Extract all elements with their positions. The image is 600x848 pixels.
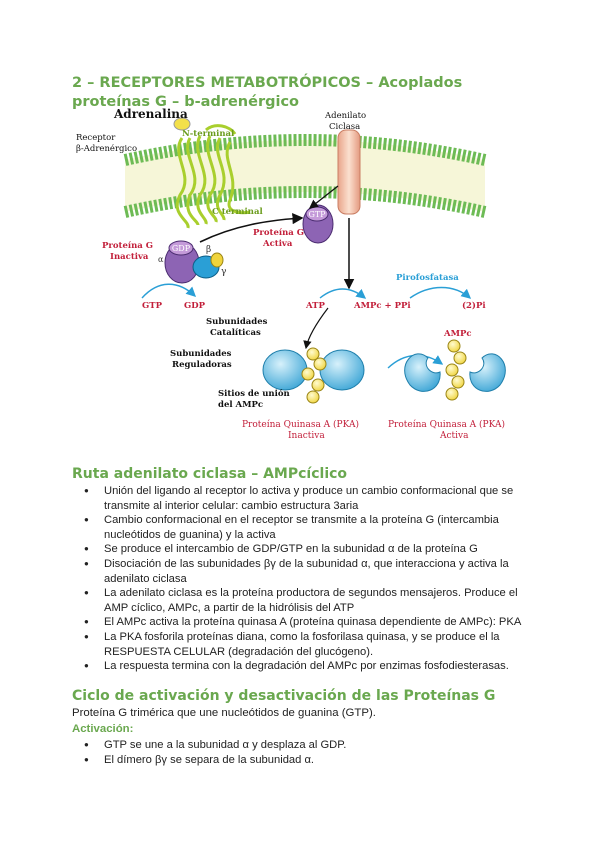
gamma-label: γ	[221, 267, 226, 277]
adrenalina-label: Adrenalina	[113, 107, 188, 121]
beta-adrenergic-receptor	[175, 124, 251, 229]
pka-active-line1: Proteína Quinasa A (PKA)	[388, 419, 505, 430]
section1-bullet-list: Unión del ligando al receptor lo activa …	[72, 484, 542, 674]
gtp-label: GTP	[142, 301, 163, 311]
subunidades-reg-line1: Subunidades	[170, 349, 232, 359]
pka-active-line2: Activa	[439, 431, 469, 441]
c-terminal-label: C terminal	[212, 207, 263, 217]
section2-bullet-list: GTP se une a la subunidad α y desplaza a…	[72, 738, 542, 767]
gtp-gdp-arrow	[141, 283, 197, 299]
section2-heading: Ciclo de activación y desactivación de l…	[72, 688, 496, 704]
list-item: Cambio conformacional en el receptor se …	[72, 513, 542, 542]
g-protein-active: GTP	[302, 204, 334, 244]
activation-label: Activación:	[72, 723, 134, 735]
pka-inactive-line2: Inactiva	[288, 431, 325, 441]
g-to-ac-arrow	[308, 185, 339, 209]
figure-svg: GTP GDP α β γ	[76, 107, 506, 441]
protg-active-line2: Activa	[262, 239, 293, 249]
pka-inactive-line1: Proteína Quinasa A (PKA)	[242, 419, 359, 430]
pka-inactive	[262, 347, 365, 404]
list-item: La respuesta termina con la degradación …	[72, 659, 542, 674]
ppi-pi-arrow	[409, 286, 472, 299]
adrenaline-ligand	[173, 117, 191, 131]
protg-inactive-line2: Inactiva	[110, 252, 149, 262]
pirofosfatasa-label: Pirofosfatasa	[396, 273, 459, 283]
sitios-line1: Sitios de unión	[218, 388, 290, 399]
gdp-label: GDP	[184, 301, 206, 311]
list-item: La adenilato ciclasa es la proteína prod…	[72, 586, 542, 615]
list-item: Disociación de las subunidades βγ de la …	[72, 557, 542, 586]
alpha-label: α	[158, 255, 164, 264]
list-item: Se produce el intercambio de GDP/GTP en …	[72, 542, 542, 557]
cell-membrane	[123, 134, 487, 218]
receptor-label-line1: Receptor	[76, 133, 116, 143]
pka-active	[404, 339, 506, 401]
ampc-right-label: AMPc	[443, 329, 472, 339]
receptor-label-line2: β-Adrenérgico	[76, 143, 137, 154]
g-protein-inactive: GDP	[164, 240, 224, 284]
protg-active-line1: Proteína G	[253, 227, 304, 238]
ampc-ppi-label: AMPc + PPi	[353, 301, 411, 311]
list-item: GTP se une a la subunidad α y desplaza a…	[72, 738, 542, 753]
list-item: La PKA fosforila proteínas diana, como l…	[72, 630, 542, 659]
list-item: El dímero βγ se separa de la subunidad α…	[72, 753, 542, 768]
section2-intro: Proteína G trimérica que une nucleótidos…	[72, 707, 376, 719]
beta-label: β	[206, 245, 211, 255]
subunidades-cat-line2: Catalíticas	[210, 327, 261, 338]
ampc-binding-arrow	[303, 307, 329, 350]
protg-inactive-line1: Proteína G	[102, 240, 153, 251]
subunidades-reg-line2: Reguladoras	[172, 360, 232, 370]
page-title: 2 – RECEPTORES METABOTRÓPICOS – Acoplado…	[72, 75, 463, 110]
gtp-tag: GTP	[308, 210, 326, 219]
gdp-tag: GDP	[172, 244, 191, 253]
adenylate-cyclase	[337, 129, 361, 215]
sitios-line2: del AMPc	[218, 400, 263, 410]
atp-label: ATP	[305, 301, 325, 311]
activation-arrow	[199, 213, 304, 243]
section1-heading: Ruta adenilato ciclasa – AMPcíclico	[72, 466, 348, 482]
adenilato-label-line1: Adenilato	[324, 111, 366, 121]
list-item: Unión del ligando al receptor lo activa …	[72, 484, 542, 513]
subunidades-cat-line1: Subunidades	[206, 317, 268, 327]
two-pi-label: (2)Pi	[462, 300, 486, 311]
adenilato-label-line2: Ciclasa	[329, 122, 360, 132]
n-terminal-label: N-terminal	[182, 129, 235, 139]
signaling-pathway-figure: GTP GDP α β γ	[70, 100, 540, 450]
atp-ampc-arrow	[319, 288, 367, 299]
list-item: El AMPc activa la proteína quinasa A (pr…	[72, 615, 542, 630]
